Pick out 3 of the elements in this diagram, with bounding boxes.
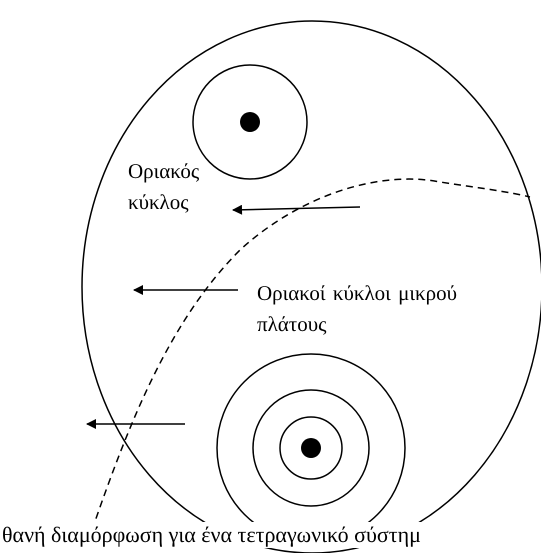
annotation-text: Οριακοί κύκλοι μικρού πλάτους — [257, 280, 457, 338]
caption: θανή διαμόρφωση για ένα τετραγωνικό σύστημ — [2, 522, 421, 548]
annotation-text: Οριακός κύκλος — [128, 158, 200, 216]
